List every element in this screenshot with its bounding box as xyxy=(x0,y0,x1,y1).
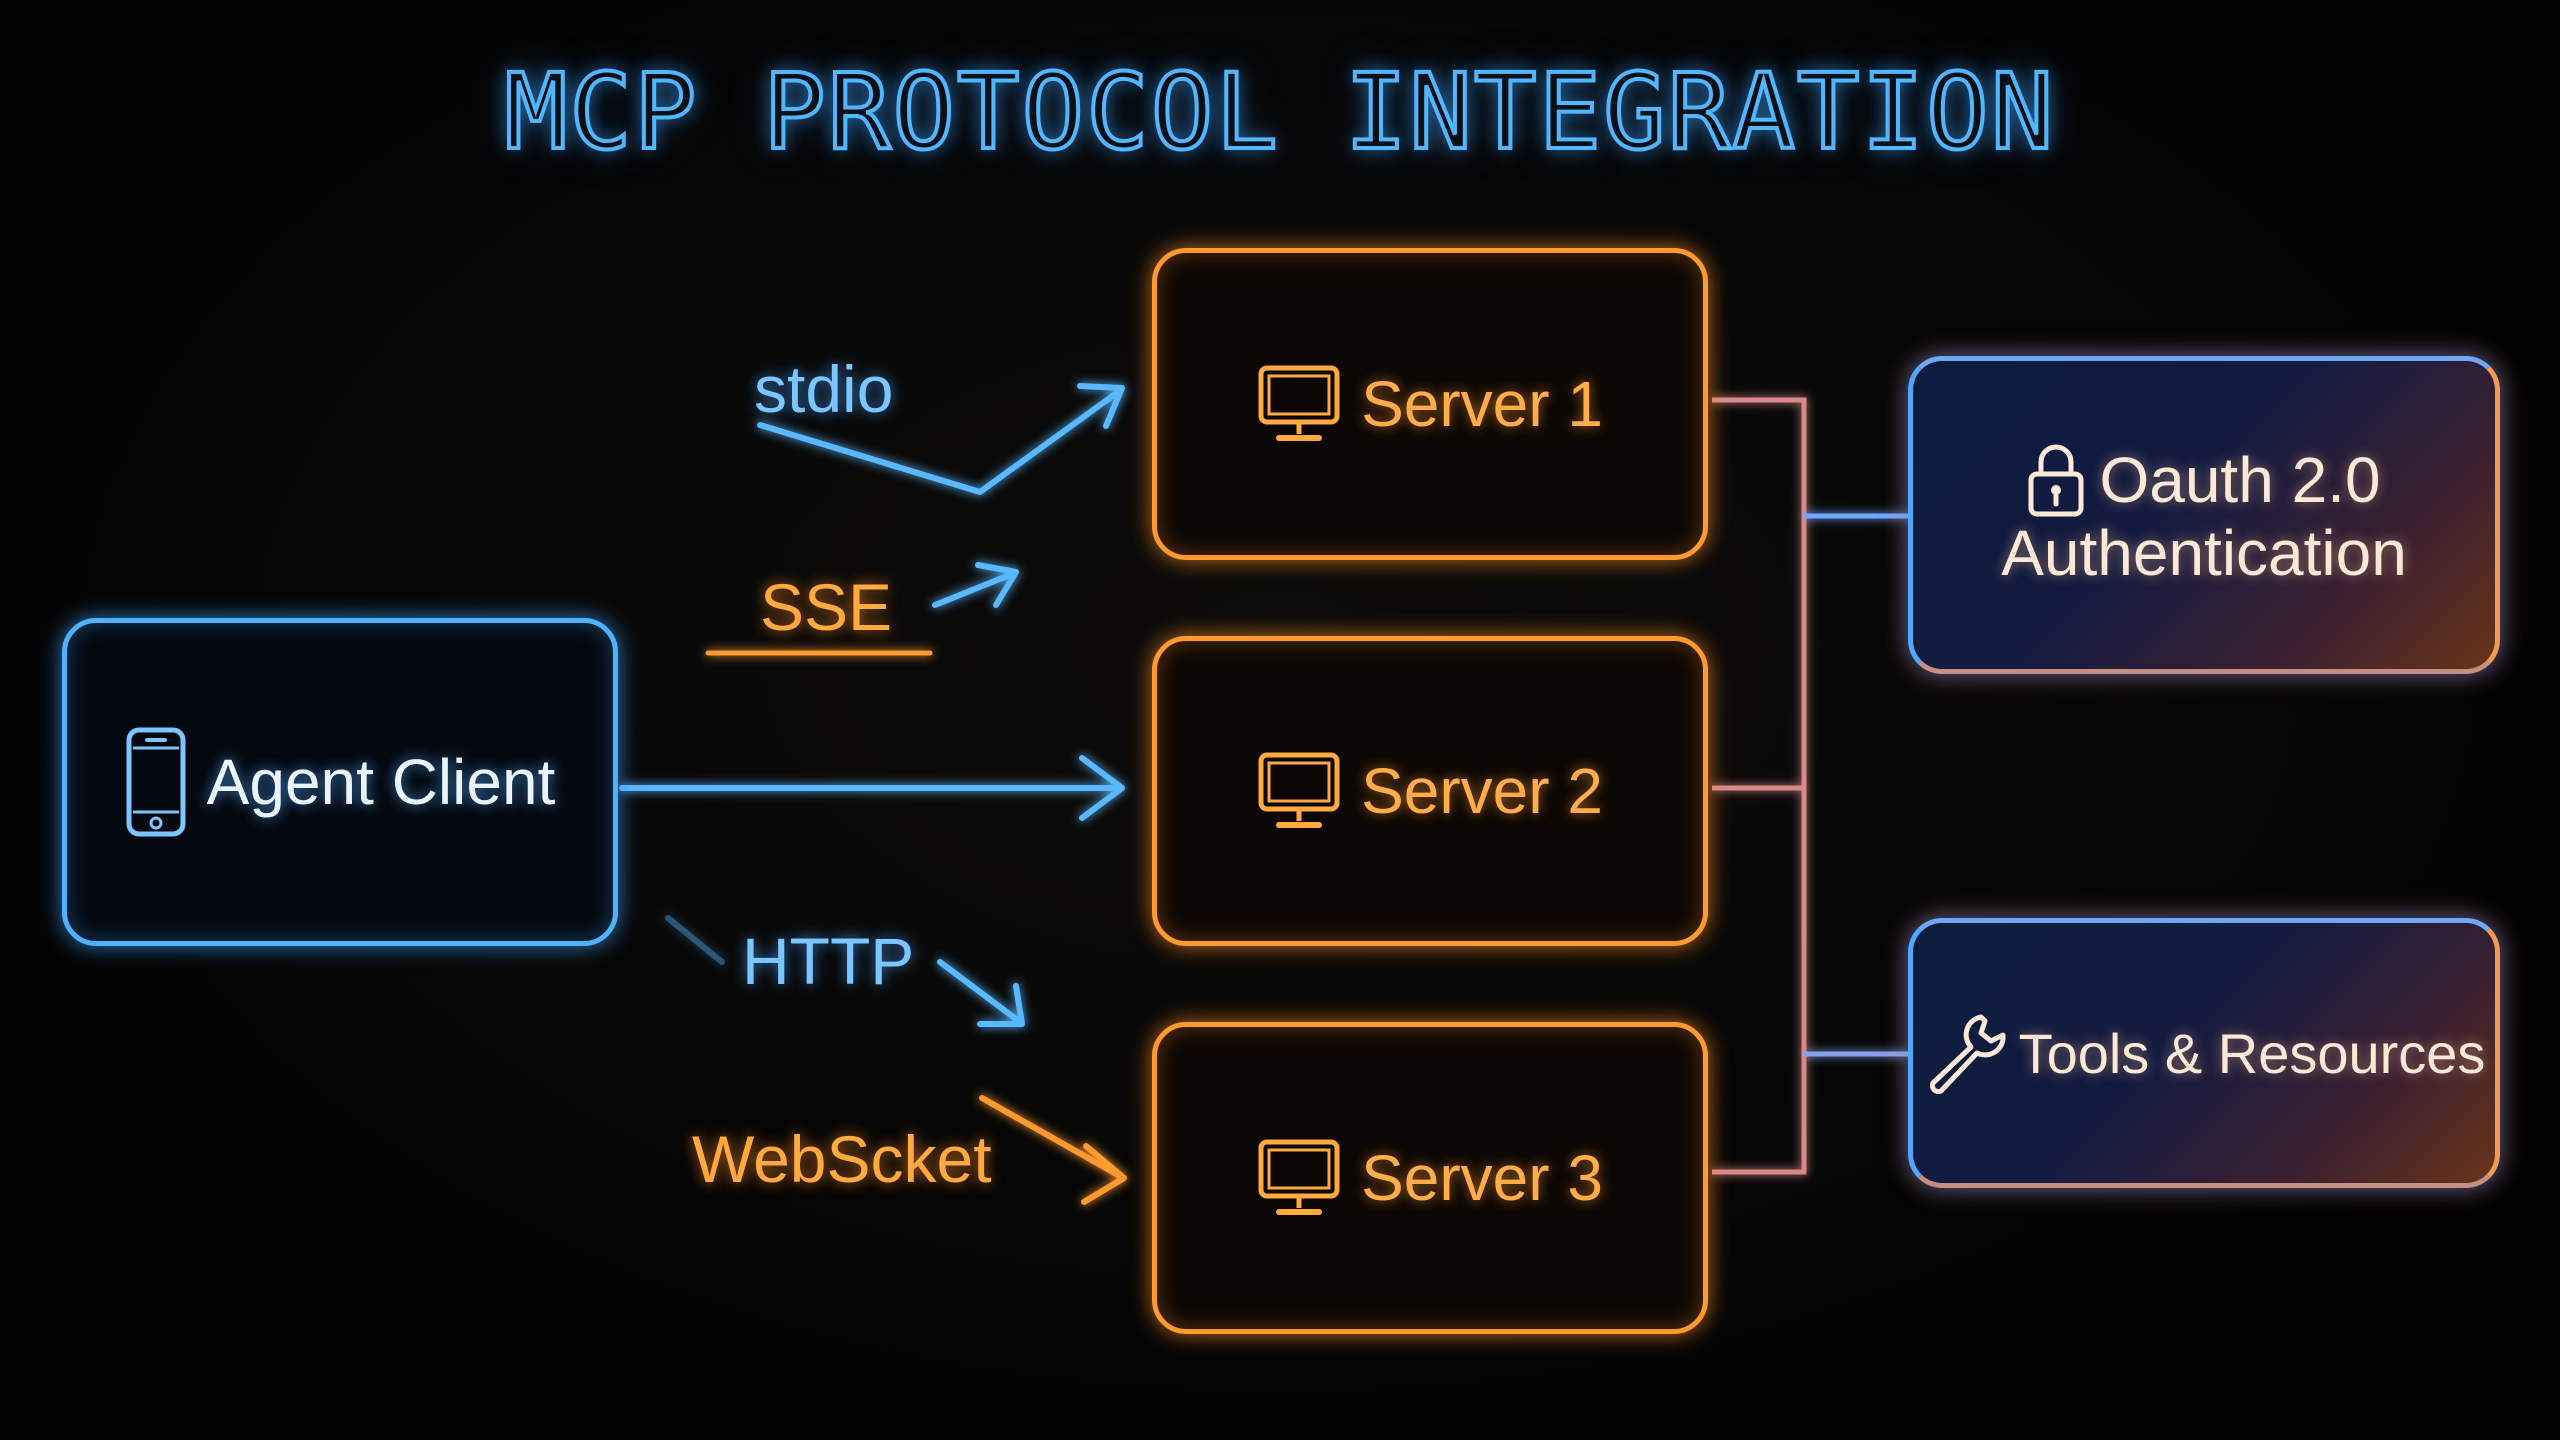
monitor-icon xyxy=(1258,752,1340,828)
client-to-server2-arrow xyxy=(619,755,1125,821)
agent-client-label: Agent Client xyxy=(206,746,556,818)
oauth-line2: Authentication xyxy=(2001,516,2407,589)
protocol-label-websocket: WebScket xyxy=(692,1122,992,1196)
server-1-label: Server 1 xyxy=(1361,368,1603,440)
smartphone-icon xyxy=(126,727,186,837)
monitor-icon xyxy=(1258,365,1340,441)
monitor-icon xyxy=(1258,1139,1340,1215)
wrench-icon xyxy=(1929,1014,2006,1095)
stdio-arrow xyxy=(757,383,1125,495)
oauth-line1: Oauth 2.0 xyxy=(2099,443,2381,516)
tools-resources-box[interactable]: Tools & Resources xyxy=(1908,918,2500,1188)
server-2-box[interactable]: Server 2 xyxy=(1152,636,1708,946)
server-2-label: Server 2 xyxy=(1361,755,1603,827)
sse-arrow xyxy=(705,562,1019,656)
agent-client-box[interactable]: Agent Client xyxy=(62,618,618,946)
oauth-auth-box[interactable]: Oauth 2.0 Authentication xyxy=(1908,356,2500,674)
protocol-label-sse: SSE xyxy=(760,570,893,644)
server-1-box[interactable]: Server 1 xyxy=(1152,248,1708,560)
diagram-title: MCP PROTOCOL INTEGRATION xyxy=(503,51,2056,173)
websocket-arrow xyxy=(979,1095,1127,1205)
service-bus xyxy=(1712,397,1910,1175)
server-3-box[interactable]: Server 3 xyxy=(1152,1022,1708,1334)
protocol-label-http: HTTP xyxy=(742,924,915,998)
protocol-label-stdio: stdio xyxy=(754,352,894,426)
lock-icon xyxy=(2028,444,2084,517)
http-arrow xyxy=(665,915,1025,1027)
tools-resources-label: Tools & Resources xyxy=(2018,1021,2486,1085)
server-3-label: Server 3 xyxy=(1361,1142,1603,1214)
